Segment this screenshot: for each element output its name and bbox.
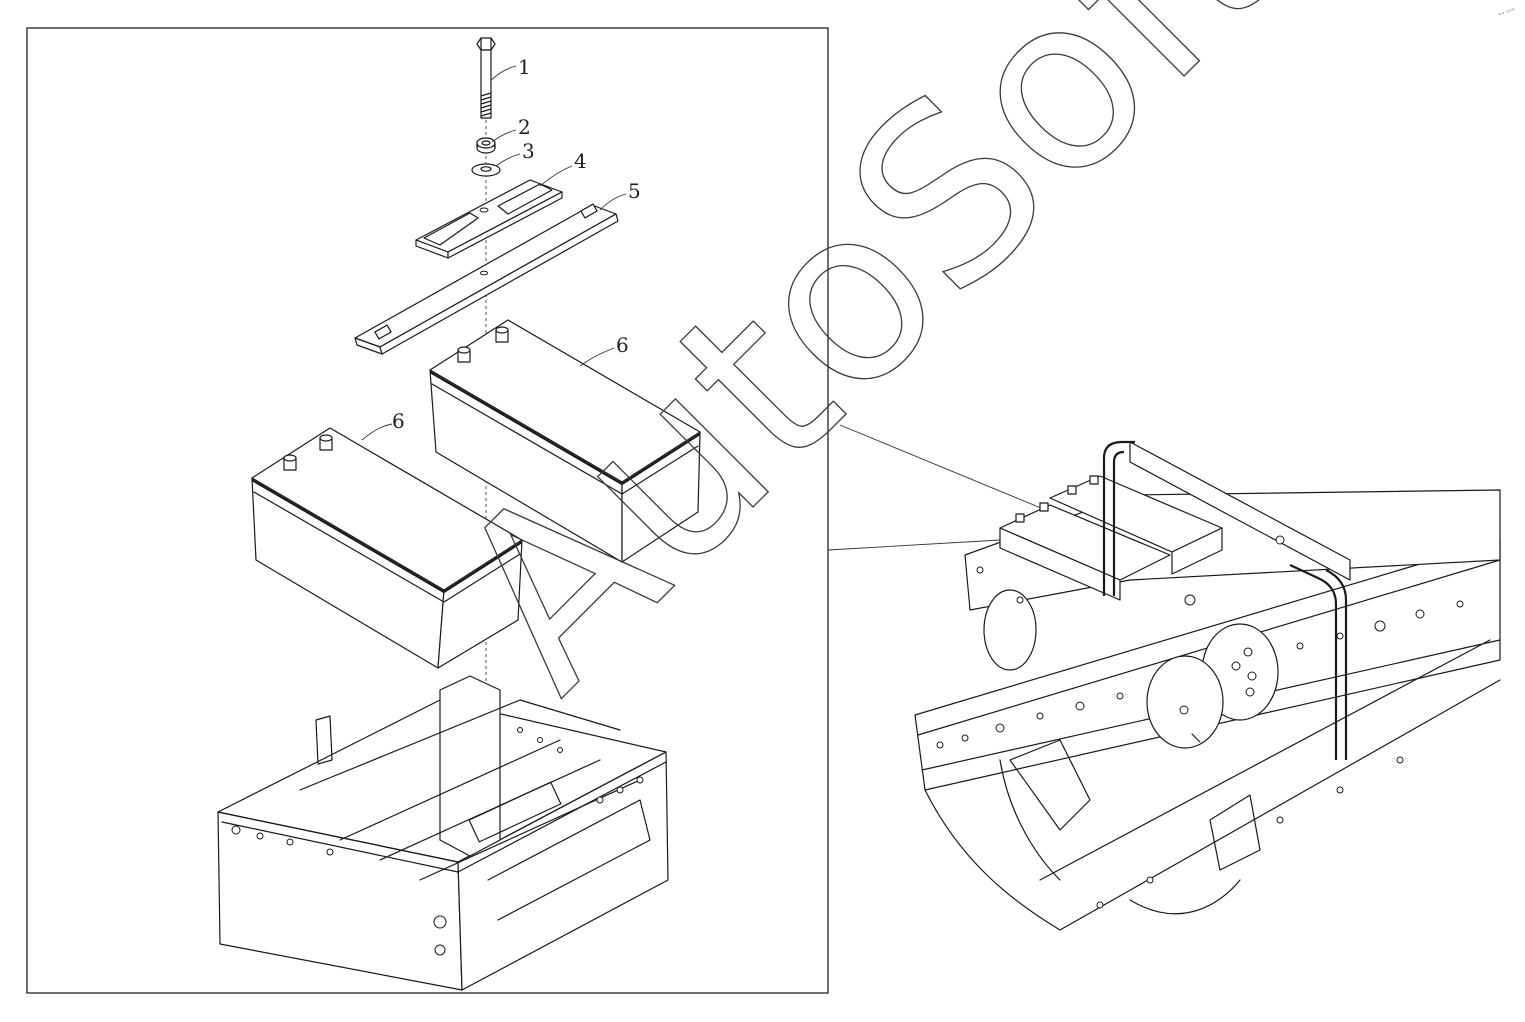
callout-label-5: 5	[628, 179, 641, 203]
callout-label-2: 2	[518, 115, 531, 139]
clamp-plate-part	[415, 179, 563, 259]
callout-1: 1	[490, 55, 531, 81]
corner-mark: °° °°°	[1498, 8, 1516, 20]
chassis-location-view	[914, 440, 1501, 931]
exploded-view-frame	[26, 27, 829, 994]
callout-6-front: 6	[361, 409, 405, 441]
callout-2: 2	[491, 115, 531, 143]
battery-front	[251, 427, 523, 669]
callout-label-4: 4	[574, 149, 587, 173]
callout-6-rear: 6	[579, 333, 629, 367]
washer-part	[471, 163, 501, 177]
callout-label-6-rear: 6	[616, 333, 629, 357]
nut-part	[476, 137, 496, 154]
callout-label-3: 3	[522, 139, 535, 163]
battery-rear	[429, 319, 701, 563]
hold-down-bar-part	[354, 203, 619, 355]
bolt-part	[476, 37, 496, 119]
callout-label-6-front: 6	[392, 409, 405, 433]
callout-4: 4	[539, 149, 587, 187]
callout-label-1: 1	[518, 55, 531, 79]
battery-tray	[217, 675, 669, 991]
callout-3: 3	[495, 139, 535, 167]
callout-5: 5	[599, 179, 641, 211]
